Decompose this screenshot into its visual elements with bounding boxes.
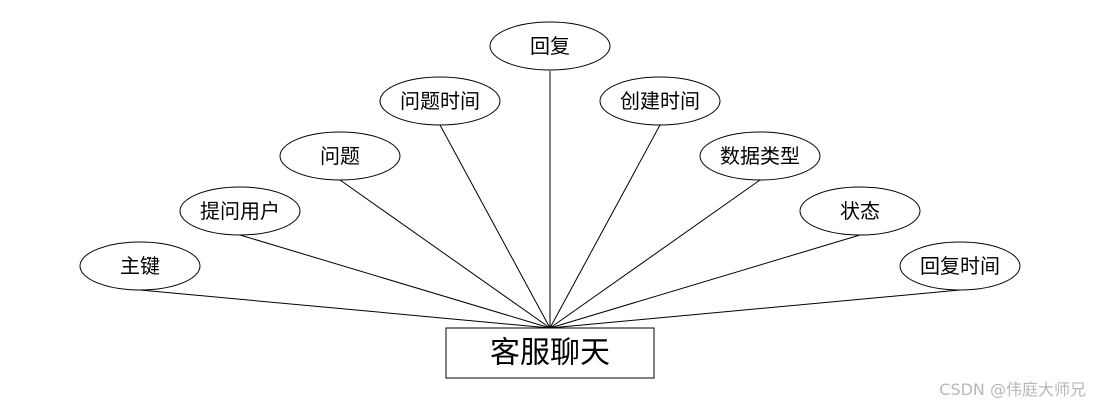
attr-ellipse-create-time <box>599 76 721 126</box>
attr-ellipse-asker <box>179 186 301 236</box>
connector-question <box>339 179 551 329</box>
connector-create-time <box>549 124 661 329</box>
attr-label-reply: 回复 <box>530 34 570 58</box>
connector-status <box>549 234 861 329</box>
connector-pk <box>139 289 551 329</box>
attr-ellipse-status <box>799 186 921 236</box>
attr-label-question-time: 问题时间 <box>400 89 480 113</box>
attr-ellipse-question <box>279 131 401 181</box>
connector-reply-time <box>549 289 961 329</box>
connector-lines <box>139 71 961 329</box>
watermark: CSDN @伟庭大师兄 <box>939 380 1086 399</box>
attr-ellipse-data-type <box>699 131 821 181</box>
connector-data-type <box>549 179 761 329</box>
attr-ellipse-reply <box>489 21 611 71</box>
entity-box <box>445 327 655 379</box>
connector-question-time <box>439 124 551 329</box>
attr-label-reply-time: 回复时间 <box>920 254 1000 278</box>
attr-label-asker: 提问用户 <box>200 199 280 223</box>
attr-label-pk: 主键 <box>120 254 160 278</box>
entity-name: 客服聊天 <box>490 336 610 371</box>
connector-asker <box>239 234 551 329</box>
attr-ellipse-question-time <box>379 76 501 126</box>
attr-label-status: 状态 <box>840 199 880 223</box>
attr-label-question: 问题 <box>320 144 360 168</box>
attr-label-create-time: 创建时间 <box>620 89 700 113</box>
attr-label-data-type: 数据类型 <box>720 144 800 168</box>
attr-ellipse-pk <box>79 241 201 291</box>
attr-ellipse-reply-time <box>899 241 1021 291</box>
